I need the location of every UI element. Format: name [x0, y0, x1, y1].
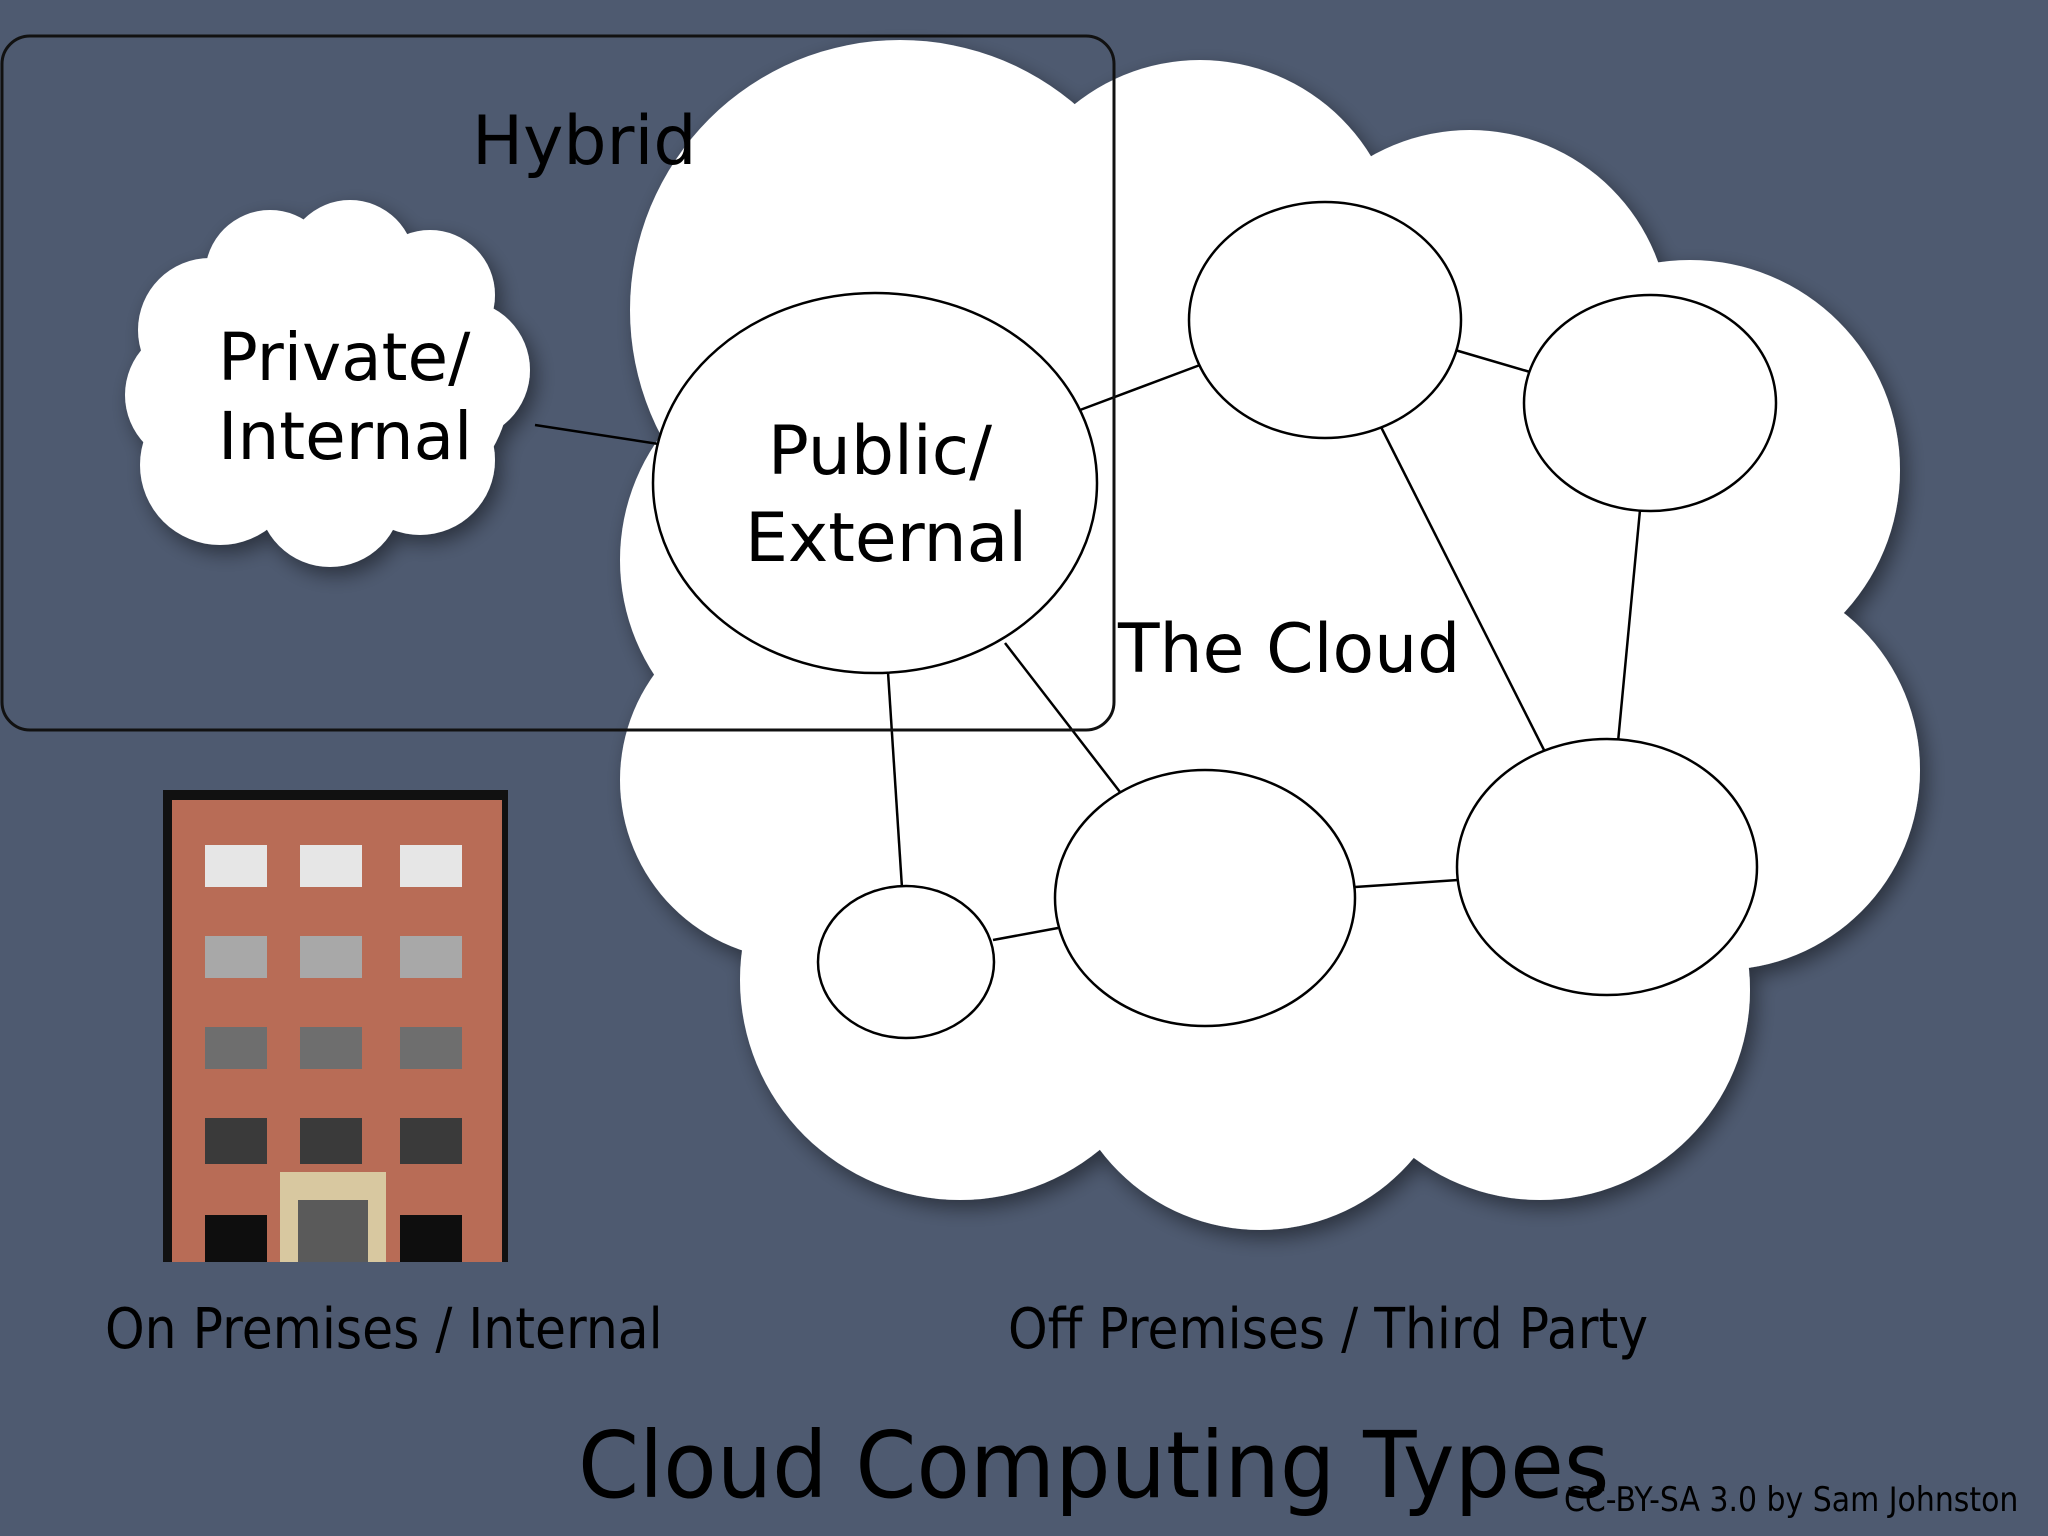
link-nodeB-nodeE — [1616, 509, 1642, 743]
off-premises-label: Off Premises / Third Party — [1008, 1297, 1649, 1362]
diagram-title: Cloud Computing Types — [578, 1412, 1610, 1519]
building-windows — [205, 845, 462, 1262]
link-nodeA-nodeE — [1378, 424, 1547, 753]
hybrid-label: Hybrid — [472, 102, 697, 181]
building-door — [280, 1172, 386, 1262]
private-internal-label: Private/ Internal — [218, 318, 473, 476]
public-external-node — [651, 291, 1099, 675]
cloud-node-c — [816, 884, 996, 1040]
link-private-public — [534, 423, 666, 447]
network-nodes — [651, 200, 1778, 1040]
cloud-node-b — [1522, 293, 1778, 513]
on-premises-label: On Premises / Internal — [105, 1297, 663, 1362]
network-links — [534, 348, 1642, 942]
public-label-line1: Public/ — [767, 412, 993, 491]
hybrid-boundary — [0, 34, 1116, 732]
link-public-nodeD — [1004, 642, 1121, 793]
public-external-label: Public/ External — [745, 408, 1028, 582]
link-nodeD-nodeE — [1354, 878, 1459, 889]
cloud-node-a — [1187, 200, 1463, 440]
link-nodeA-nodeB — [1454, 348, 1531, 374]
cloud-node-d — [1053, 768, 1357, 1028]
private-label-line1: Private/ — [218, 319, 471, 396]
link-public-nodeC — [886, 671, 904, 889]
private-cloud-shape — [125, 200, 530, 567]
link-nodeC-nodeD — [992, 926, 1059, 942]
private-label-line2: Internal — [218, 398, 473, 476]
the-cloud-label: The Cloud — [1118, 610, 1461, 689]
public-label-line2: External — [745, 499, 1028, 579]
office-building-icon — [163, 790, 508, 1262]
link-public-nodeA — [1079, 363, 1201, 412]
cloud-node-e — [1455, 737, 1759, 997]
license-credit: CC-BY-SA 3.0 by Sam Johnston — [1564, 1480, 2019, 1520]
